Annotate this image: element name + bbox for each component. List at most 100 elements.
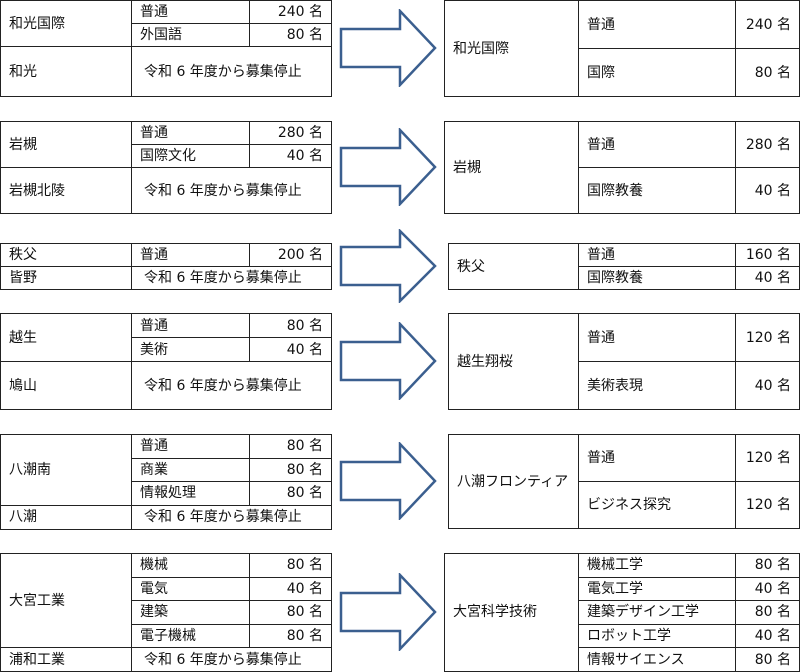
stopped-row: 八潮令和 6 年度から募集停止 <box>0 504 332 530</box>
dept-name: 情報サイエンス <box>578 647 736 672</box>
school-name: 秩父 <box>448 243 579 290</box>
dept-count: 80 名 <box>249 313 332 338</box>
dept-count: 40 名 <box>735 361 800 410</box>
right-arrow-icon <box>339 322 437 400</box>
dept-count: 40 名 <box>249 337 332 362</box>
right-arrow-icon <box>339 229 437 303</box>
dept-name: 電子機械 <box>131 623 250 648</box>
dept-count: 240 名 <box>735 0 800 49</box>
dept-count: 80 名 <box>735 553 800 578</box>
stopped-row: 岩槻北陵令和 6 年度から募集停止 <box>0 167 332 214</box>
dept-count: 80 名 <box>249 600 332 625</box>
dept-count: 160 名 <box>735 243 800 267</box>
dept-count: 40 名 <box>249 576 332 601</box>
stopped-school-name: 八潮 <box>0 504 132 530</box>
school-name: 和光国際 <box>444 0 579 97</box>
dept-name: 外国語 <box>131 23 250 47</box>
right-arrow-icon <box>339 573 437 651</box>
stop-notice: 令和 6 年度から募集停止 <box>131 167 332 214</box>
dept-count: 240 名 <box>249 0 332 24</box>
school-name: 越生翔桜 <box>448 313 579 410</box>
dept-count: 120 名 <box>735 481 800 529</box>
school-name: 岩槻 <box>444 121 579 214</box>
dept-count: 280 名 <box>249 121 332 145</box>
dept-count: 80 名 <box>249 457 332 482</box>
school-name: 八潮南 <box>0 434 132 506</box>
stop-notice: 令和 6 年度から募集停止 <box>131 504 332 530</box>
dept-name: 国際教養 <box>578 167 736 214</box>
dept-name: 普通 <box>578 243 736 267</box>
right-arrow-icon <box>339 442 437 520</box>
dept-name: 国際教養 <box>578 266 736 290</box>
dept-name: 建築 <box>131 600 250 625</box>
dept-name: 機械工学 <box>578 553 736 578</box>
dept-count: 40 名 <box>735 576 800 602</box>
school-name: 大宮工業 <box>0 553 132 648</box>
dept-count: 40 名 <box>735 623 800 649</box>
school-name: 大宮科学技術 <box>444 553 579 672</box>
dept-name: ビジネス探究 <box>578 481 736 529</box>
dept-name: 建築デザイン工学 <box>578 600 736 625</box>
dept-count: 80 名 <box>735 647 800 672</box>
arrow-shape <box>339 229 437 303</box>
school-name: 岩槻 <box>0 121 132 168</box>
dept-name: 美術 <box>131 337 250 362</box>
right-arrow-icon <box>339 128 437 206</box>
dept-name: 普通 <box>131 0 250 24</box>
arrow-shape <box>339 128 437 206</box>
dept-count: 120 名 <box>735 434 800 482</box>
arrow-shape <box>339 322 437 400</box>
dept-count: 80 名 <box>249 481 332 506</box>
stop-notice: 令和 6 年度から募集停止 <box>131 647 332 672</box>
stopped-school-name: 鳩山 <box>0 361 132 410</box>
dept-name: 電気工学 <box>578 576 736 602</box>
stopped-school-name: 和光 <box>0 46 132 97</box>
dept-name: 普通 <box>131 434 250 459</box>
dept-count: 200 名 <box>249 243 332 267</box>
stopped-row: 鳩山令和 6 年度から募集停止 <box>0 361 332 410</box>
dept-name: 普通 <box>578 0 736 49</box>
school-name: 和光国際 <box>0 0 132 47</box>
dept-name: 電気 <box>131 576 250 601</box>
dept-name: 普通 <box>131 313 250 338</box>
dept-name: 普通 <box>131 121 250 145</box>
dept-count: 80 名 <box>735 48 800 97</box>
stopped-row: 皆野令和 6 年度から募集停止 <box>0 266 332 290</box>
dept-name: 美術表現 <box>578 361 736 410</box>
school-name: 秩父 <box>0 243 132 267</box>
dept-name: 国際文化 <box>131 144 250 168</box>
stopped-school-name: 岩槻北陵 <box>0 167 132 214</box>
dept-name: 国際 <box>578 48 736 97</box>
dept-count: 40 名 <box>735 266 800 290</box>
stopped-row: 浦和工業令和 6 年度から募集停止 <box>0 647 332 672</box>
stop-notice: 令和 6 年度から募集停止 <box>131 361 332 410</box>
